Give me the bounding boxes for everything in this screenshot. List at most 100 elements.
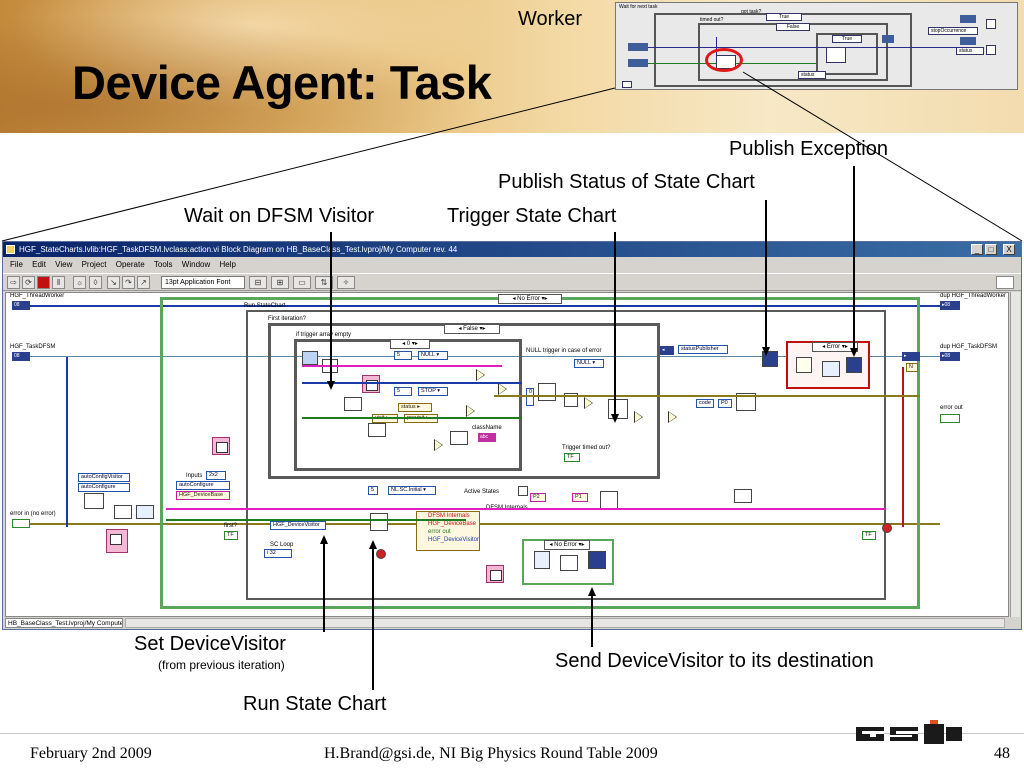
exception-node[interactable]	[822, 361, 840, 377]
outer-case-selector[interactable]: ◂ No Error ▾▸	[498, 294, 562, 304]
arrow-run-statechart	[372, 545, 374, 690]
state-array-node[interactable]	[600, 491, 618, 509]
stop-terminal[interactable]	[376, 549, 386, 559]
error-case-selector[interactable]: ◂ Error ▾▸	[812, 342, 858, 352]
active-states-node[interactable]	[518, 486, 528, 496]
highlight-execution-icon[interactable]: ☼	[73, 276, 86, 289]
menu-operate[interactable]: Operate	[115, 260, 145, 269]
align-objects-icon[interactable]: ⊟	[249, 276, 267, 289]
error-merge-node[interactable]	[734, 489, 752, 503]
nl-sc-initial[interactable]: NL.SC.Initial ▾	[388, 486, 436, 495]
taskdfsm-control[interactable]: 08	[12, 352, 30, 361]
null-constant-2[interactable]: NULL ▾	[574, 359, 604, 368]
dfsm-bundle[interactable]	[416, 511, 480, 551]
build-node[interactable]	[368, 423, 386, 437]
menu-tools[interactable]: Tools	[153, 260, 173, 269]
dup-threadworker-label: dup HGF_ThreadWorker	[940, 293, 1006, 299]
menu-help[interactable]: Help	[219, 260, 236, 269]
distribute-objects-icon[interactable]: ⊞	[271, 276, 289, 289]
run-continuous-icon[interactable]: ⟳	[22, 276, 35, 289]
select-function-2[interactable]	[498, 383, 507, 395]
step-over-icon[interactable]: ↷	[122, 276, 135, 289]
dev-visitor-node-2[interactable]	[486, 565, 504, 583]
vertical-scrollbar[interactable]	[1010, 292, 1020, 617]
step-into-icon[interactable]: ↘	[107, 276, 120, 289]
trigger-empty-selector[interactable]: ◂ 0 ▾▸	[390, 339, 430, 349]
close-button[interactable]: X	[1003, 244, 1015, 255]
wire-red-dotted	[902, 367, 904, 527]
vi-icon[interactable]	[996, 276, 1014, 289]
select-function-7[interactable]	[668, 411, 677, 423]
visitor-node-1[interactable]	[114, 505, 132, 519]
retain-wire-values-icon[interactable]: ◊	[89, 276, 102, 289]
dequeue-node[interactable]	[362, 375, 380, 393]
font-select[interactable]: 13pt Application Font	[161, 276, 245, 289]
inputs-control[interactable]: 2x2	[206, 471, 226, 480]
const-5[interactable]: 5	[368, 486, 378, 495]
null-constant[interactable]: NULL ▾	[418, 351, 448, 360]
device-base-node[interactable]	[106, 529, 128, 553]
array-index[interactable]: 0	[526, 388, 534, 406]
resize-objects-icon[interactable]: ▭	[293, 276, 311, 289]
auto-config-visitor[interactable]: autoConfigVisitor	[78, 473, 130, 482]
horizontal-scrollbar[interactable]	[125, 618, 1005, 628]
select-function-5[interactable]	[584, 397, 593, 409]
window-titlebar[interactable]: HGF_StateCharts.lvlib:HGF_TaskDFSM.lvcla…	[3, 242, 1021, 257]
select-function-3[interactable]	[466, 405, 475, 417]
status-constant[interactable]: status ▸	[398, 403, 432, 412]
arrow-head-set-visitor	[320, 535, 328, 544]
wire-taskdfsm	[30, 356, 940, 357]
visitor-node-3[interactable]	[534, 551, 550, 569]
pause-icon[interactable]: ‖	[52, 276, 65, 289]
visitor-node-2[interactable]	[136, 505, 154, 519]
first-iteration-selector[interactable]: ◂ False ▾▸	[444, 324, 500, 334]
abort-icon[interactable]	[37, 276, 50, 289]
reorder-icon[interactable]: ⇅	[315, 276, 333, 289]
run-arrow-icon[interactable]: ⇨	[7, 276, 20, 289]
config-node[interactable]	[84, 493, 104, 509]
hgf-devicevisitor[interactable]: HGF_DeviceVisitor	[270, 521, 326, 530]
menu-project[interactable]: Project	[81, 260, 107, 269]
run-statechart-loop	[246, 310, 886, 600]
error-handler-node[interactable]	[796, 357, 812, 373]
maximize-button[interactable]: □	[985, 244, 997, 255]
run-statechart-node[interactable]	[370, 513, 388, 531]
trigger-timed-out-indicator: TF	[564, 453, 580, 462]
thumb-stop-occurrence: stopOccurrence	[928, 27, 978, 35]
block-diagram[interactable]: HGF_ThreadWorker 08 HGF_TaskDFSM 08 erro…	[5, 292, 1009, 617]
unbundle-node[interactable]	[344, 397, 362, 411]
array-node[interactable]	[538, 383, 556, 401]
send-node[interactable]	[560, 555, 578, 571]
menu-window[interactable]: Window	[181, 260, 211, 269]
step-out-icon[interactable]: ↗	[137, 276, 150, 289]
menu-view[interactable]: View	[55, 260, 73, 269]
error-in-control[interactable]	[12, 519, 30, 528]
classname-node[interactable]	[450, 431, 468, 445]
threadworker-label: HGF_ThreadWorker	[10, 293, 65, 299]
cleanup-diagram-icon[interactable]: ✧	[337, 276, 355, 289]
status-publisher[interactable]: statusPublisher	[678, 345, 728, 354]
code-node[interactable]	[736, 393, 756, 411]
minimize-button[interactable]: _	[971, 244, 983, 255]
dup-threadworker-indicator: ▸08	[940, 301, 960, 310]
auto-configure-2[interactable]: autoConfigure	[176, 481, 230, 490]
active-states-label: Active States	[464, 489, 500, 495]
select-function-1[interactable]	[476, 369, 485, 381]
const-enum-2[interactable]: 5	[394, 387, 412, 396]
stop-constant[interactable]: STOP ▾	[418, 387, 448, 396]
publish-exception-node[interactable]	[846, 357, 862, 373]
dev-visitor-node[interactable]	[212, 437, 230, 455]
menu-edit[interactable]: Edit	[32, 260, 46, 269]
menu-file[interactable]: File	[10, 260, 23, 269]
select-function-6[interactable]	[634, 411, 643, 423]
threadworker-control[interactable]: 08	[12, 301, 30, 310]
wire-olive-upper	[494, 395, 920, 397]
send-visitor-node[interactable]	[588, 551, 606, 569]
send-visitor-selector[interactable]: ◂ No Error ▾▸	[544, 540, 590, 550]
hgf-devicebase[interactable]: HGF_DeviceBase	[176, 491, 230, 500]
const-enum-1[interactable]: 5	[394, 351, 412, 360]
taskdfsm-accessor-node[interactable]	[302, 351, 318, 365]
select-function-4[interactable]	[434, 439, 443, 451]
auto-configure[interactable]: autoConfigure	[78, 483, 130, 492]
loop-stop-terminal[interactable]	[882, 523, 892, 533]
